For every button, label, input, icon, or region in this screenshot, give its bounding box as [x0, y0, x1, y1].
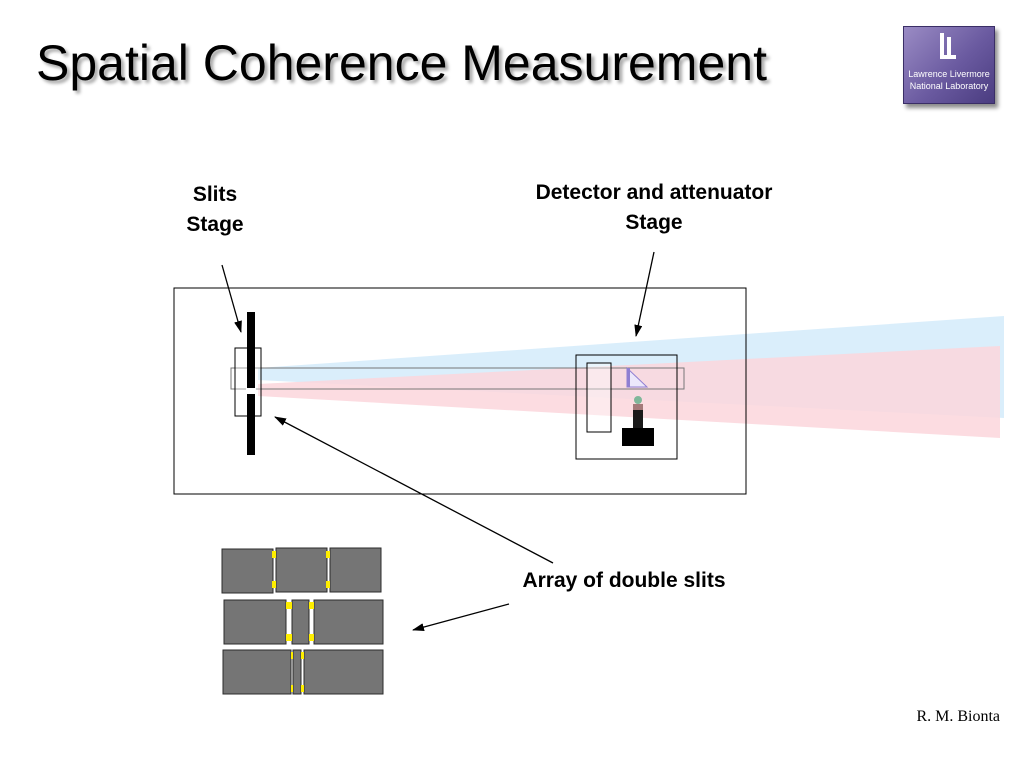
detector-head: [634, 396, 642, 404]
slit-block: [329, 547, 382, 593]
slit-marker: [291, 685, 293, 692]
slit-marker: [309, 602, 314, 609]
array-to-slits-arrow: [274, 416, 554, 564]
logo-text-line-2: National Laboratory: [909, 81, 989, 91]
array-to-slit-array-arrow: [412, 603, 510, 631]
slit-marker: [291, 652, 293, 659]
slit-block: [222, 649, 292, 695]
slits-stage-gap: [246, 388, 256, 394]
llnl-logo: Lawrence Livermore National Laboratory: [903, 26, 995, 104]
slits-stage-bar: [247, 312, 255, 455]
slit-marker: [309, 634, 314, 641]
slit-marker: [301, 685, 304, 692]
array-label: Array of double slits: [522, 569, 726, 592]
slit-marker: [272, 581, 276, 588]
detector-crystal-edge: [627, 368, 630, 387]
slits-stage-label-line-2: Stage: [186, 213, 244, 236]
llnl-logo-mark-icon: [940, 33, 956, 59]
slide-title: Spatial Coherence Measurement: [36, 35, 767, 91]
slit-marker: [272, 551, 276, 558]
logo-text-line-1: Lawrence Livermore: [908, 69, 990, 79]
slits-stage-arrow: [221, 264, 242, 333]
author-credit: R. M. Bionta: [916, 708, 1000, 725]
detector-neck-lower: [633, 410, 643, 429]
slit-block: [313, 599, 384, 645]
xray-beam-pink: [258, 346, 1000, 438]
experiment-enclosure: [173, 287, 747, 495]
detector-stage-label-line-2: Stage: [625, 211, 683, 234]
slit-block: [303, 649, 384, 695]
attenuator: [586, 362, 612, 433]
detector-stage-label-line-1: Detector and attenuator: [535, 181, 773, 204]
slit-block: [291, 599, 310, 645]
beam-pipe: [230, 367, 685, 390]
slit-block: [221, 548, 274, 594]
slit-marker: [326, 581, 330, 588]
slit-marker: [286, 602, 292, 609]
detector-neck-upper: [633, 404, 643, 410]
slit-marker: [286, 634, 292, 641]
slit-marker: [326, 551, 330, 558]
detector-base: [622, 428, 654, 446]
slit-marker: [301, 652, 304, 659]
slit-block: [275, 547, 328, 593]
slits-stage-label: Slits Stage: [155, 180, 275, 240]
double-slit-array: [221, 547, 384, 695]
slit-block: [223, 599, 287, 645]
slit-block: [292, 649, 302, 695]
slits-stage-label-line-1: Slits: [192, 183, 238, 206]
detector-stage-box: [575, 354, 678, 460]
detector-stage-label: Detector and attenuator Stage: [494, 178, 814, 238]
detector-stage-arrow: [634, 251, 655, 337]
